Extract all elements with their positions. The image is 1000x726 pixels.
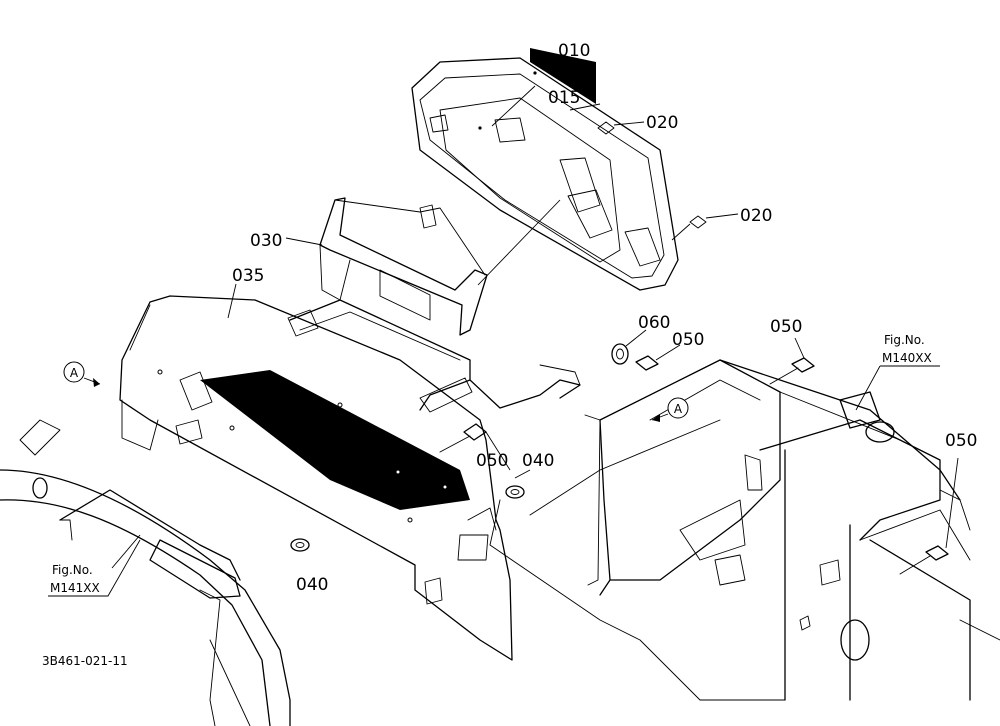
callout-010: 010 [558,41,590,61]
screw-020-lower [671,213,739,241]
figure-ref-left: Fig.No. M141XX [48,539,141,597]
callout-050-panel: 050 [476,451,508,471]
view-marker-a-right: A [651,397,689,422]
grommet-040-right [505,469,531,499]
callout-035: 035 [232,266,264,286]
bolt-050-right [899,457,959,575]
figure-ref-left-line1: Fig.No. [52,563,93,577]
bolt-050-top [769,337,815,385]
bracket-030 [285,197,581,413]
callout-050-top: 050 [770,317,802,337]
bolt-050-panel [439,423,511,471]
screw-020-upper [597,121,645,135]
figure-ref-left-line2: M141XX [50,581,100,595]
grommet-040-center [290,538,310,552]
callout-050-right: 050 [945,431,977,451]
frame-structure [489,359,1000,701]
callout-015-leader [491,85,536,127]
callout-040-center: 040 [296,575,328,595]
callout-060: 060 [638,313,670,333]
cover-panel-035 [119,283,513,661]
figure-ref-right-line2: M140XX [882,351,932,365]
bolt-050-mid [635,344,681,371]
figure-ref-right-line1: Fig.No. [884,333,925,347]
meter-panel-assembly [411,57,679,291]
callout-030: 030 [250,231,282,251]
left-frame-tubes [0,419,291,726]
callout-010-bracket [530,48,596,104]
drawing-number: 3B461-021-11 [42,654,128,668]
view-marker-a-right-label: A [674,402,683,416]
callout-040-right: 040 [522,451,554,471]
callout-050-mid: 050 [672,330,704,350]
view-marker-a-left: A [63,361,101,387]
alignment-line [478,368,586,420]
figure-ref-right: Fig.No. M140XX [855,333,940,411]
callout-020-lower: 020 [740,206,772,226]
callout-020-upper: 020 [646,113,678,133]
view-marker-a-left-label: A [70,366,79,380]
callout-015: 015 [548,88,580,108]
collar-060 [611,329,647,365]
